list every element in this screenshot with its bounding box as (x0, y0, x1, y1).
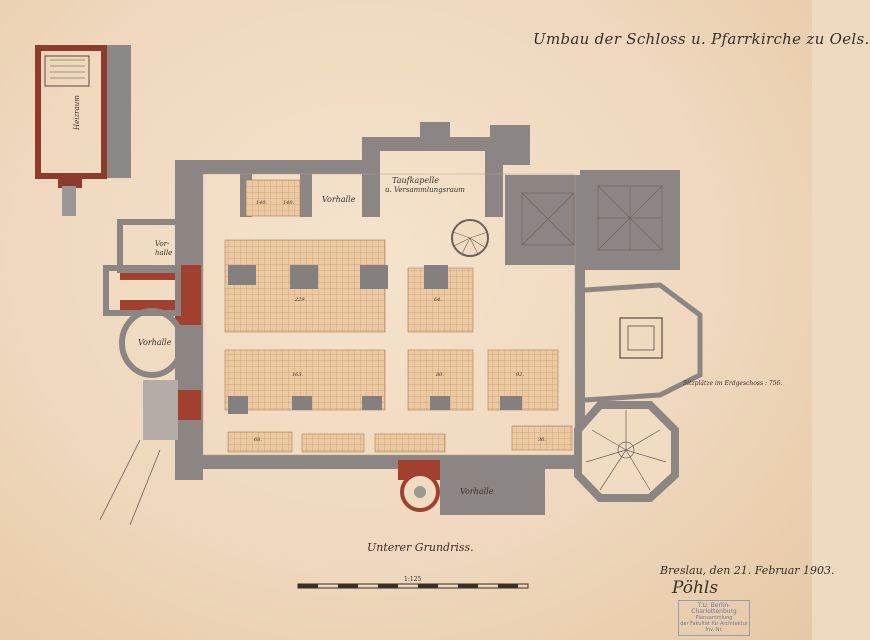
label-versammlungsraum: u. Versammlungsraum (385, 186, 465, 194)
seat-count-ne1: 140. (256, 200, 268, 206)
seat-count-se: 92. (516, 372, 524, 378)
architect-signature: Pöhls (672, 578, 719, 598)
church-walls (175, 122, 680, 515)
seat-count-sw: 163. (292, 372, 304, 378)
seat-count-row-s1: 68. (254, 437, 262, 443)
sheet-title: Umbau der Schloss u. Pfarrkirche zu Oels… (533, 30, 870, 48)
stamp-line-2: Plansammlung (695, 615, 733, 621)
floor-plan (35, 45, 703, 589)
seat-count-nw: 229. (295, 297, 307, 303)
pillars (228, 265, 522, 414)
seat-count-n: 64. (434, 297, 442, 303)
label-vorhalle-west-top-1: Vor- (155, 240, 170, 248)
label-taufkapelle: Taufkapelle (392, 176, 439, 185)
nave-floor (202, 173, 576, 456)
tower-vaults (521, 185, 663, 251)
label-heizraum: Heizraum (73, 95, 81, 130)
scale-label: 1:125 (404, 576, 422, 583)
stamp-line-1: T.U. Berlin-Charlottenburg (691, 602, 737, 615)
seat-count-row-s2: 36. (538, 437, 546, 443)
east-octagon (574, 401, 679, 502)
scale-bar (297, 583, 529, 589)
label-vorhalle-north: Vorhalle (322, 195, 356, 204)
label-vorhalle-west-top-2: halle (155, 249, 173, 257)
spiral-stair-south (400, 472, 440, 512)
label-vorhalle-south: Vorhalle (460, 487, 494, 496)
archive-stamp: T.U. Berlin-Charlottenburg Plansammlung … (678, 600, 750, 636)
place-date: Breslau, den 21. Februar 1903. (660, 564, 835, 577)
seat-count-s: 80. (436, 372, 444, 378)
spiral-stair-north (451, 219, 489, 257)
seat-count-ne2: 140. (283, 200, 295, 206)
choir (584, 282, 703, 403)
inset-heizraum (35, 45, 131, 216)
seat-note: Sitzplätze im Erdgeschoss : 756. (683, 380, 783, 387)
west-annex (99, 219, 185, 526)
plan-subtitle: Unterer Grundriss. (367, 541, 474, 554)
stamp-line-4: Inv. Nr. (705, 627, 723, 633)
stamp-line-3: der Fakultät für Architektur (680, 621, 748, 627)
label-vorhalle-west: Vorhalle (138, 338, 172, 347)
